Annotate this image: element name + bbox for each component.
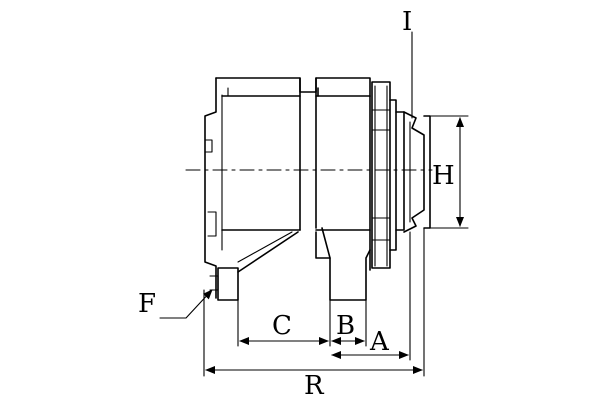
label-r: R: [304, 371, 325, 400]
label-b: B: [336, 311, 355, 341]
label-h: H: [432, 161, 455, 191]
label-f: F: [138, 289, 156, 319]
fan: [371, 81, 397, 269]
extension-lines: [203, 227, 425, 377]
dimension-h: [429, 115, 469, 229]
label-a: A: [369, 327, 390, 357]
pulley: [395, 111, 431, 233]
alternator-body: [204, 77, 371, 301]
label-c: C: [272, 311, 292, 341]
label-i: I: [402, 7, 412, 37]
leader-f: [159, 289, 213, 319]
